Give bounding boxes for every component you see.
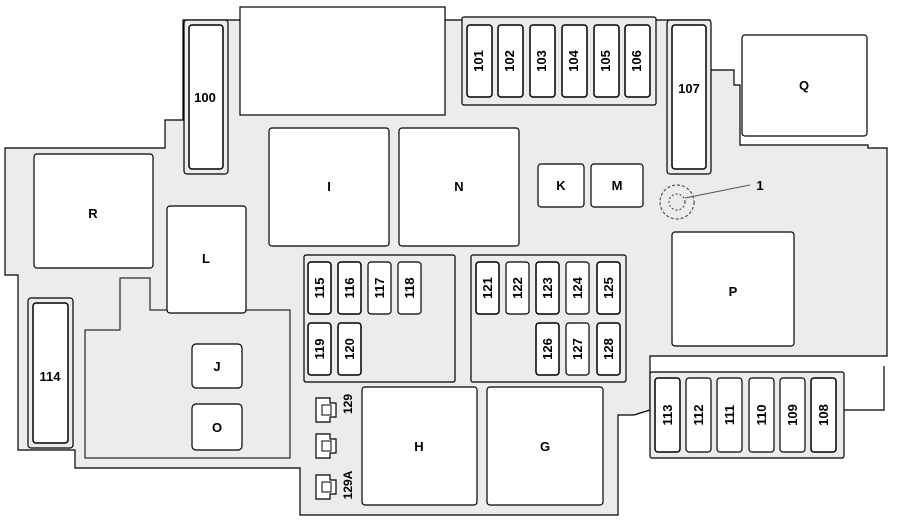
fuse-105[interactable]: 105 [593, 24, 620, 98]
component-p-label: P [729, 284, 738, 299]
component-q-label: Q [799, 78, 809, 93]
fuse-111[interactable]: 111 [716, 377, 743, 453]
fuse-125-label: 125 [601, 277, 616, 299]
fuse-128[interactable]: 128 [596, 322, 621, 376]
component-r[interactable] [33, 153, 154, 269]
component-j-label: J [213, 359, 220, 374]
fuse-119-label: 119 [312, 339, 327, 360]
fuse-112-label: 112 [691, 405, 706, 426]
component-r-label: R [88, 206, 98, 221]
fuse-114-label: 114 [40, 369, 62, 384]
fuse-107-label: 107 [678, 81, 700, 96]
fuse-101[interactable]: 101 [466, 24, 493, 98]
fuse-119[interactable]: 119 [307, 322, 332, 376]
fuse-115[interactable]: 115 [307, 261, 332, 315]
top-relay-block [239, 6, 446, 116]
fuse-127[interactable]: 127 [565, 322, 590, 376]
fuse-122[interactable]: 122 [505, 261, 530, 315]
component-n-label: N [454, 179, 463, 194]
connector-middle[interactable] [315, 433, 337, 459]
fuse-126-label: 126 [540, 338, 555, 360]
fuse-117[interactable]: 117 [367, 261, 392, 315]
fuse-115-label: 115 [312, 278, 327, 299]
component-l[interactable] [166, 205, 247, 314]
fuse-107[interactable] [671, 24, 707, 170]
component-i-label: I [327, 179, 331, 194]
connector-129a[interactable] [315, 474, 337, 500]
fuse-117-label: 117 [372, 278, 387, 299]
component-m[interactable] [590, 163, 644, 208]
fuse-106-label: 106 [629, 50, 644, 72]
fuse-102-label: 102 [502, 50, 517, 72]
fuse-104-label: 104 [566, 49, 581, 71]
fuse-124-label: 124 [570, 276, 585, 298]
component-o[interactable] [191, 403, 243, 451]
fuse-123[interactable]: 123 [535, 261, 560, 315]
fuse-113[interactable]: 113 [654, 377, 681, 453]
fuse-100[interactable] [188, 24, 224, 170]
fuse-127-label: 127 [570, 338, 585, 360]
component-l-label: L [202, 251, 210, 266]
fuse-121-label: 121 [480, 277, 495, 299]
component-j[interactable] [191, 343, 243, 389]
fuse-114[interactable] [32, 302, 69, 444]
component-k[interactable] [537, 163, 585, 208]
fuse-113-label: 113 [660, 405, 675, 426]
fuse-109[interactable]: 109 [779, 377, 806, 453]
fuse-105-label: 105 [598, 50, 613, 72]
fuse-112[interactable]: 112 [685, 377, 712, 453]
callout-1-inner [668, 193, 686, 211]
connector-129a-label: 129A [341, 470, 355, 499]
right-ledge [844, 366, 885, 411]
component-i[interactable] [268, 127, 390, 247]
fuse-126[interactable]: 126 [535, 322, 560, 376]
fuse-102[interactable]: 102 [497, 24, 524, 98]
fuse-124[interactable]: 124 [565, 261, 590, 315]
fuse-110[interactable]: 110 [748, 377, 775, 453]
fuse-103[interactable]: 103 [529, 24, 556, 98]
fuse-120-label: 120 [342, 338, 357, 360]
component-p[interactable] [671, 231, 795, 347]
fuse-122-label: 122 [510, 277, 525, 299]
fuse-128-label: 128 [601, 338, 616, 360]
fuse-110-label: 110 [754, 405, 769, 426]
fuse-109-label: 109 [785, 404, 800, 426]
fuse-101-label: 101 [471, 50, 486, 72]
fuse-123-label: 123 [540, 277, 555, 299]
fuse-108[interactable]: 108 [810, 377, 837, 453]
fuse-103-label: 103 [534, 50, 549, 72]
fuse-120[interactable]: 120 [337, 322, 362, 376]
fuse-108-label: 108 [816, 404, 831, 426]
callout-1-label: 1 [756, 178, 763, 193]
callout-1-leader [684, 184, 751, 199]
fuse-116-label: 116 [342, 278, 357, 299]
callout-1-marker [659, 184, 695, 220]
connector-129-label: 129 [341, 394, 355, 414]
fuse-100-label: 100 [194, 90, 216, 105]
component-h[interactable] [361, 386, 478, 506]
component-q[interactable] [741, 34, 868, 137]
connector-129[interactable] [315, 397, 337, 423]
fuse-116[interactable]: 116 [337, 261, 362, 315]
fuse-118-label: 118 [402, 278, 417, 299]
component-g[interactable] [486, 386, 604, 506]
component-n[interactable] [398, 127, 520, 247]
fuse-111-label: 111 [722, 405, 737, 425]
component-h-label: H [414, 439, 423, 454]
component-g-label: G [540, 439, 550, 454]
component-k-label: K [556, 178, 566, 193]
fuse-118[interactable]: 118 [397, 261, 422, 315]
fuse-106[interactable]: 106 [624, 24, 651, 98]
fuse-104[interactable]: 104 [561, 24, 588, 98]
component-o-label: O [212, 420, 222, 435]
component-m-label: M [612, 178, 623, 193]
fuse-121[interactable]: 121 [475, 261, 500, 315]
fuse-125[interactable]: 125 [596, 261, 621, 315]
